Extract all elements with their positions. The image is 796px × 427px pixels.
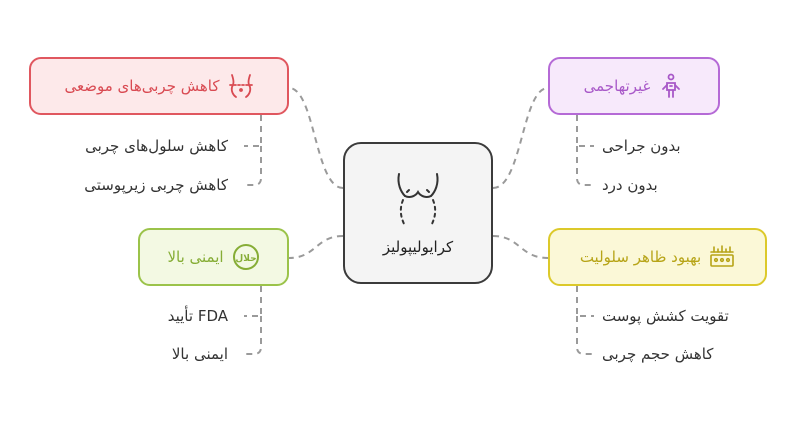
branch-label: کاهش چربی‌های موضعی <box>64 77 220 95</box>
halal-badge-text: حلال <box>235 254 256 264</box>
branch-local-fat-reduction: کاهش چربی‌های موضعی <box>29 57 289 115</box>
leaf-no-pain: بدون درد <box>602 176 658 194</box>
leaf-fda-approval: FDA تأیید <box>167 307 228 325</box>
link-tl-leaf-2 <box>244 146 262 186</box>
link-tr-leaf-1 <box>576 115 594 147</box>
branch-non-invasive: غیرتهاجمی <box>548 57 720 115</box>
halal-badge-icon: حلال <box>232 243 260 271</box>
branch-cellulite-improvement: بهبود ظاهر سلولیت <box>548 228 767 286</box>
leaf-high-safety: ایمنی بالا <box>171 345 228 363</box>
leaf-skin-tightening: تقویت کشش پوست <box>602 307 729 325</box>
center-node: کرایولیپولیز <box>343 142 493 284</box>
link-bl-leaf-1 <box>244 286 262 317</box>
body-contour-icon <box>389 170 447 228</box>
branch-label: غیرتهاجمی <box>583 77 651 95</box>
person-icon <box>658 73 684 99</box>
branch-high-safety: حلال ایمنی بالا <box>138 228 289 286</box>
link-br-leaf-1 <box>576 286 594 317</box>
skin-texture-icon <box>709 244 735 270</box>
belly-measure-icon <box>228 73 254 99</box>
link-tr-leaf-2 <box>576 146 594 186</box>
link-tl-leaf-1 <box>244 115 262 147</box>
leaf-no-surgery: بدون جراحی <box>602 137 681 155</box>
branch-label: بهبود ظاهر سلولیت <box>579 248 702 266</box>
link-bl-leaf-2 <box>244 316 262 355</box>
link-center-bottom-left <box>288 235 344 259</box>
center-label: کرایولیپولیز <box>382 238 454 256</box>
link-center-bottom-right <box>492 235 549 259</box>
link-br-leaf-2 <box>576 316 594 355</box>
leaf-fat-volume-reduction: کاهش حجم چربی <box>602 345 714 363</box>
branch-label: ایمنی بالا <box>167 248 224 266</box>
leaf-fat-cell-reduction: کاهش سلول‌های چربی <box>85 137 228 155</box>
link-center-top-left <box>288 87 344 189</box>
leaf-subcutaneous-fat-reduction: کاهش چربی زیرپوستی <box>84 176 228 194</box>
link-center-top-right <box>492 87 549 189</box>
